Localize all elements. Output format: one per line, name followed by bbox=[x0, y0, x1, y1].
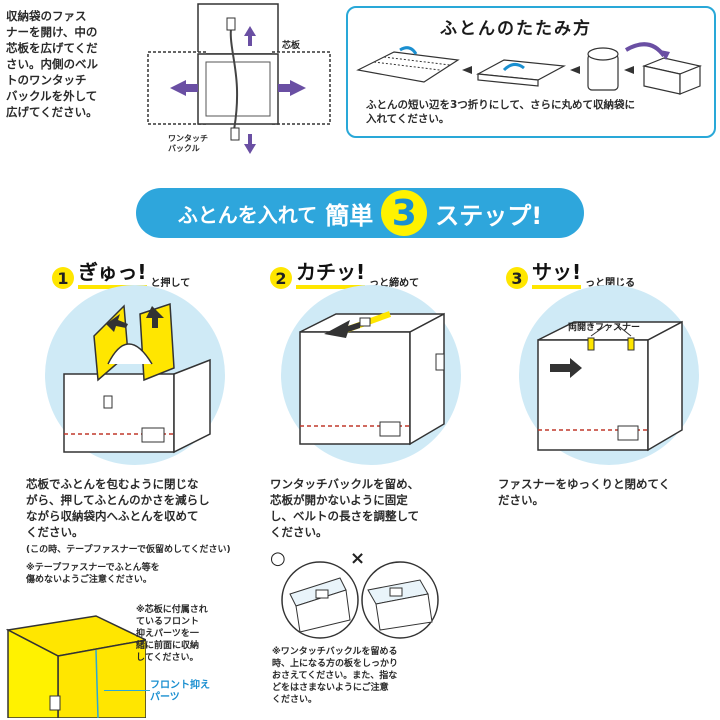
step3-subtitle: っと閉じる bbox=[585, 278, 636, 289]
step2-note: ※ワンタッチバックルを留める 時、上になる方の板をしっかり おさえてください。ま… bbox=[272, 647, 399, 705]
open-bag-diagram bbox=[147, 3, 331, 154]
step2-text: ワンタッチバックルを留め、 芯板が開かないように固定 し、ベルトの長さを調整して… bbox=[270, 477, 420, 539]
banner-number: 3 bbox=[381, 190, 428, 236]
folding-panel: ふとんのたたみ方 ふとんの短い辺を3つ折りにして、さらに丸めて収納袋に 入れてく… bbox=[346, 6, 716, 138]
step2-title: カチッ! bbox=[296, 256, 366, 289]
zipper-label: 両開きファスナー bbox=[568, 323, 641, 333]
ng-mark: × bbox=[350, 548, 366, 569]
banner-after: ステップ! bbox=[435, 201, 543, 230]
step3-title: サッ! bbox=[532, 256, 582, 289]
incorrect-buckle-illustration bbox=[361, 561, 439, 639]
step1-detail-illustration bbox=[6, 615, 146, 718]
ok-mark: ○ bbox=[270, 548, 286, 569]
callout-line bbox=[104, 690, 150, 691]
step2-number: 2 bbox=[270, 267, 292, 289]
step2-heading: 2 カチッ! っと締めて bbox=[270, 256, 419, 289]
folding-description: ふとんの短い辺を3つ折りにして、さらに丸めて収納袋に 入れてください。 bbox=[366, 99, 635, 125]
step3-number: 3 bbox=[506, 267, 528, 289]
step1-number: 1 bbox=[52, 267, 74, 289]
step3-text: ファスナーをゆっくりと閉めてく ださい。 bbox=[498, 477, 671, 507]
step1-illustration bbox=[45, 285, 225, 465]
folding-steps-illustration bbox=[356, 42, 703, 95]
step1-note2: ※テープファスナーでふとん等を 傷めないようご注意ください。 bbox=[26, 563, 160, 585]
buckle-label: ワンタッチ バックル bbox=[168, 134, 208, 153]
step1-heading: 1 ぎゅっ! と押して bbox=[52, 256, 190, 289]
step3-heading: 3 サッ! っと閉じる bbox=[506, 256, 635, 289]
step3-illustration bbox=[519, 285, 699, 465]
banner-before: ふとんを入れて bbox=[177, 202, 318, 227]
banner-main: 簡単 bbox=[325, 201, 374, 230]
front-part-callout: フロント抑え パーツ bbox=[150, 680, 210, 703]
step2-subtitle: っと締めて bbox=[369, 278, 420, 289]
folding-title: ふとんのたたみ方 bbox=[440, 19, 592, 39]
step1-note1: (この時、テープファスナーで仮留めしてください) bbox=[26, 545, 231, 555]
intro-text: 収納袋のファス ナーを開け、中の 芯板を広げてくだ さい。内側のベル トのワンタ… bbox=[6, 9, 98, 119]
step2-illustration bbox=[281, 285, 461, 465]
step1-text: 芯板でふとんを包むように閉じな がら、押してふとんのかさを減らし ながら収納袋内… bbox=[26, 477, 210, 539]
board-label: 芯板 bbox=[282, 41, 301, 51]
step1-note3: ※芯板に付属され ているフロント 抑えパーツを一 緒に前面に収納 してください。 bbox=[136, 605, 208, 663]
step1-subtitle: と押して bbox=[150, 278, 191, 289]
steps-banner: ふとんを入れて 簡単 3 ステップ! bbox=[136, 188, 584, 238]
correct-buckle-illustration bbox=[281, 561, 359, 639]
step1-title: ぎゅっ! bbox=[78, 256, 147, 289]
